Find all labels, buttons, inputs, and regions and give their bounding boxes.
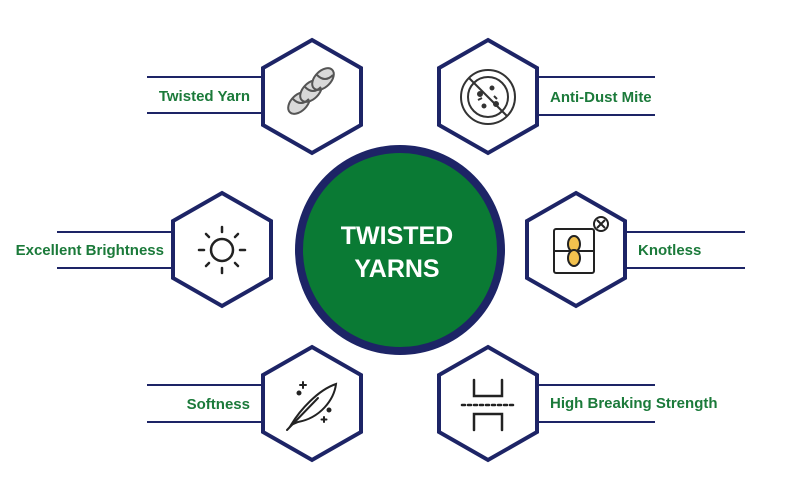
- label-high-breaking-strength: High Breaking Strength: [550, 395, 718, 412]
- hexagon-excellent-brightness: [171, 190, 273, 309]
- hexagon-knotless: [525, 190, 627, 309]
- hexagon-high-breaking-strength: [437, 344, 539, 463]
- label-softness: Softness: [187, 396, 250, 413]
- knot-crossed-icon: [553, 216, 609, 274]
- connector-lines: [57, 76, 745, 423]
- label-twisted-yarn: Twisted Yarn: [159, 88, 250, 105]
- center-title-line2: YARNS: [354, 255, 439, 283]
- label-excellent-brightness: Excellent Brightness: [16, 242, 164, 259]
- label-anti-dust-mite: Anti-Dust Mite: [550, 89, 652, 106]
- breaking-strength-icon: [460, 378, 516, 432]
- center-hub: TWISTED YARNS: [295, 145, 505, 355]
- feather-icon: [286, 381, 338, 431]
- sun-icon: [197, 225, 247, 275]
- hexagon-anti-dust-mite: [437, 37, 539, 156]
- no-dust-mite-icon: [460, 69, 516, 125]
- feature-labels: Twisted Yarn Anti-Dust Mite Excellent Br…: [16, 88, 718, 413]
- hexagon-softness: [261, 344, 363, 463]
- twisted-yarn-icon: [287, 67, 335, 115]
- center-title-line1: TWISTED: [341, 222, 454, 250]
- hexagon-twisted-yarn: [261, 37, 363, 156]
- label-knotless: Knotless: [638, 242, 701, 259]
